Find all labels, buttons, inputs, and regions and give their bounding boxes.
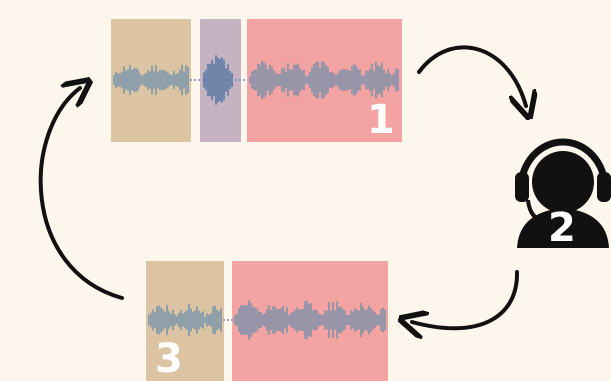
clip-segment-tan (111, 19, 191, 142)
audio-clip-top: 1 (111, 19, 402, 143)
step-label-2: 2 (548, 205, 576, 251)
listener-icon-group: 2 (515, 138, 611, 251)
waveform-bottom (148, 300, 386, 340)
step-label-1: 1 (367, 97, 395, 143)
arrow-step2-to-step3 (412, 270, 520, 328)
arrow-step1-to-step2 (417, 45, 526, 106)
clip-segment-pink (232, 261, 388, 381)
arrow-step3-to-step1 (38, 88, 124, 300)
step-label-3: 3 (155, 336, 183, 381)
audio-clip-bottom: 3 (146, 261, 388, 381)
headphones-person-icon (515, 138, 611, 248)
waveform-top (113, 55, 399, 105)
